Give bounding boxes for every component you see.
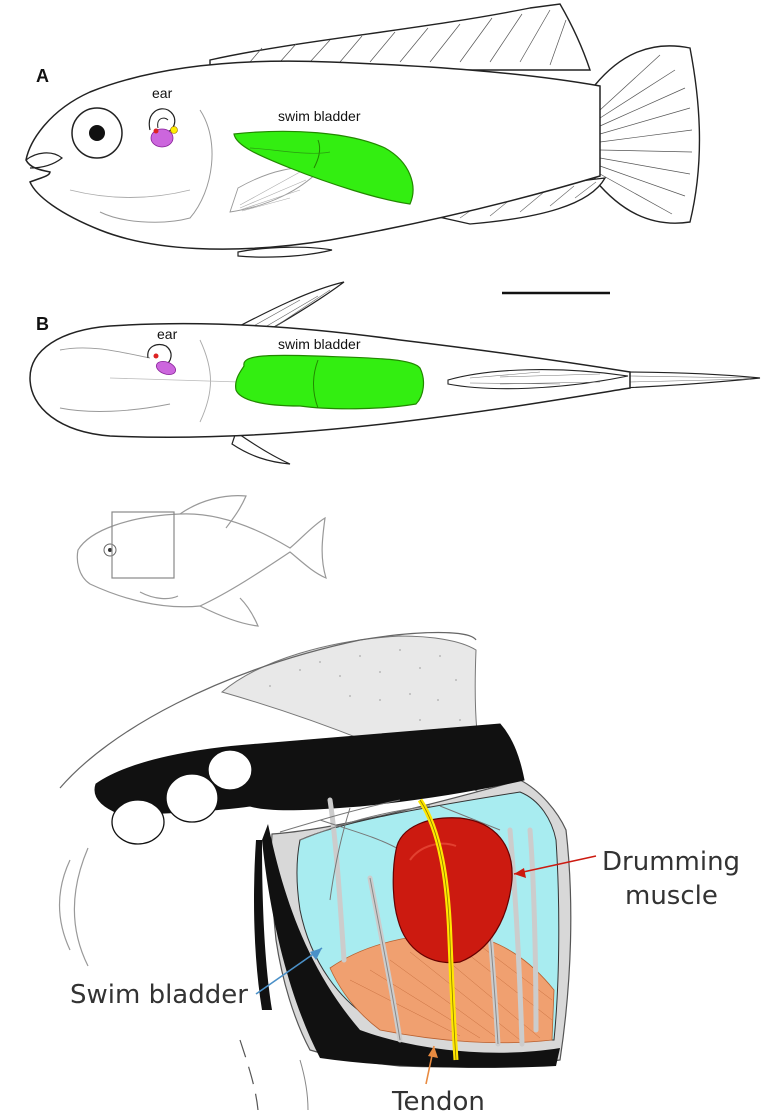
overview-fish bbox=[77, 496, 326, 626]
weberian-ossicle-1 bbox=[112, 800, 164, 844]
panel-c: Drumming muscle Swim bladder Tendon bbox=[60, 496, 741, 1117]
pupil-lateral bbox=[89, 125, 105, 141]
swim-bladder-dorsal bbox=[236, 355, 424, 408]
ear-label-b: ear bbox=[157, 326, 178, 342]
panel-b-letter: B bbox=[36, 314, 49, 334]
gill-arcs bbox=[60, 848, 89, 966]
lower-jaw-line-2 bbox=[300, 1060, 308, 1110]
overview-zoom-box bbox=[112, 512, 174, 578]
caudal-fin-dorsal bbox=[620, 372, 760, 388]
weberian-ossicle-2 bbox=[166, 774, 218, 822]
pectoral-fin-lower bbox=[232, 432, 290, 464]
panel-a-letter: A bbox=[36, 66, 49, 86]
ear-label-a: ear bbox=[152, 85, 173, 101]
panel-a: A bbox=[26, 4, 699, 257]
tendon-label: Tendon bbox=[391, 1087, 485, 1117]
lower-jaw-line bbox=[240, 1040, 258, 1110]
swim-bladder-label-c: Swim bladder bbox=[70, 980, 248, 1010]
panel-b: B ear swim bbox=[30, 282, 760, 464]
swim-bladder-label-a: swim bladder bbox=[278, 108, 361, 124]
caudal-fin bbox=[595, 46, 699, 223]
weberian-ossicle-3 bbox=[208, 750, 252, 790]
dorsal-fin bbox=[210, 4, 590, 70]
swim-bladder-label-b: swim bladder bbox=[278, 336, 361, 352]
drumming-label-line1: Drumming bbox=[602, 847, 740, 877]
drumming-label-line2: muscle bbox=[625, 881, 718, 911]
